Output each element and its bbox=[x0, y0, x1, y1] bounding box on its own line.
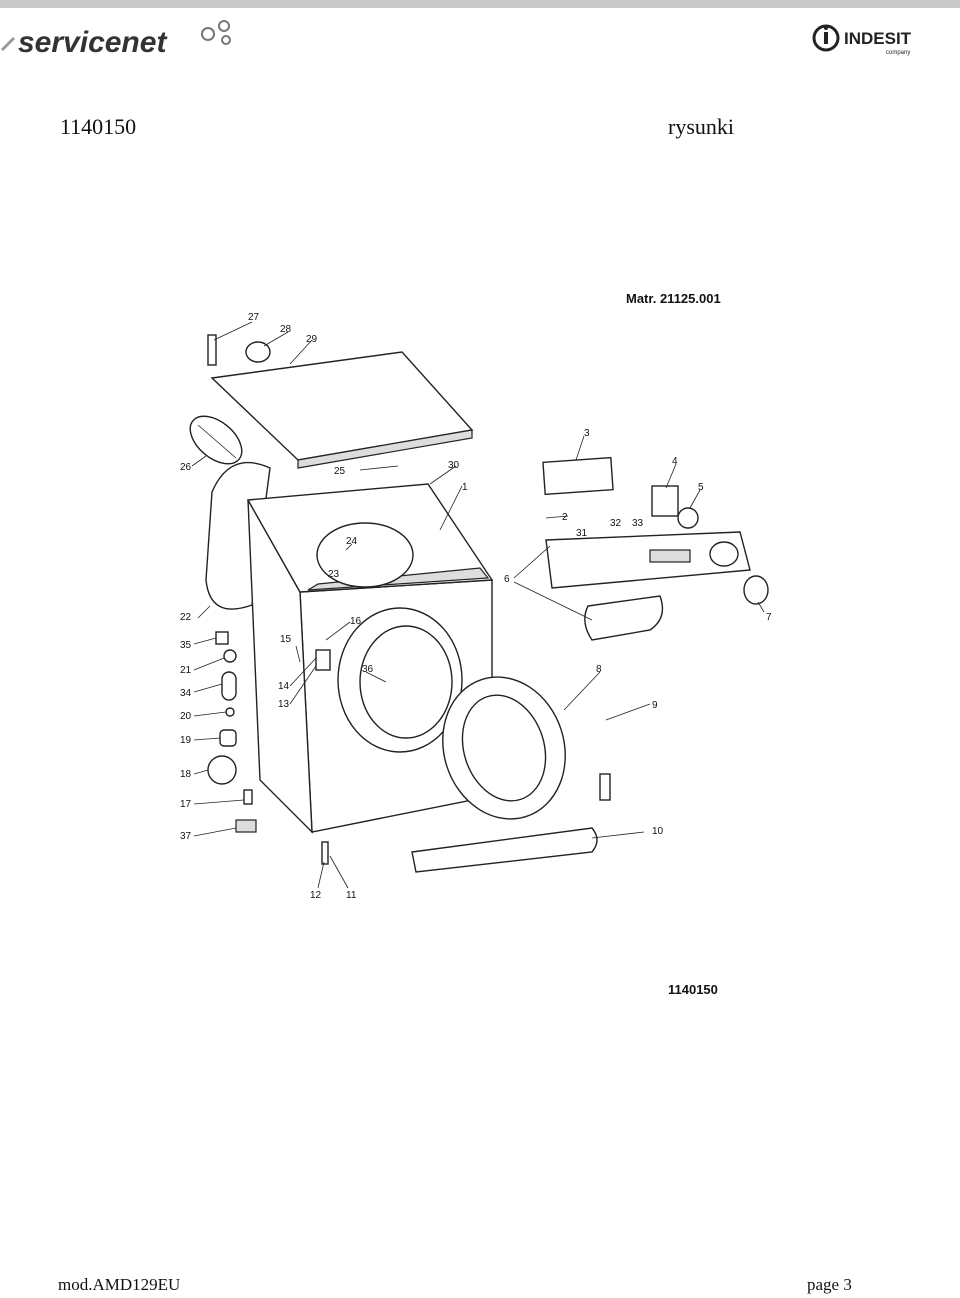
part-label: 35 bbox=[180, 640, 192, 651]
servicenet-text: servicenet bbox=[18, 26, 168, 59]
part-27 bbox=[207, 334, 217, 366]
part-label: 16 bbox=[350, 616, 362, 627]
part-label: 14 bbox=[278, 681, 290, 692]
document-code: 1140150 bbox=[60, 114, 137, 139]
part-label: 32 bbox=[610, 518, 622, 529]
part-label: 31 bbox=[576, 528, 588, 539]
part-19 bbox=[219, 729, 237, 747]
part-21 bbox=[223, 649, 237, 663]
part-label: 23 bbox=[328, 569, 340, 580]
part-35 bbox=[215, 631, 229, 645]
part-label: 34 bbox=[180, 688, 192, 699]
part-9-handle bbox=[599, 773, 611, 801]
part-label: 37 bbox=[180, 831, 192, 842]
footer-model: mod.AMD129EU bbox=[58, 1275, 181, 1294]
part-label: 6 bbox=[504, 574, 510, 585]
part-label: 1 bbox=[462, 482, 468, 493]
part-label: 17 bbox=[180, 799, 192, 810]
detergent-drawer bbox=[584, 595, 664, 641]
part-label: 26 bbox=[180, 462, 192, 473]
indesit-logo: INDESIT company bbox=[812, 24, 912, 56]
top-bar bbox=[0, 0, 960, 8]
matr-number: Matr. 21125.001 bbox=[626, 291, 721, 306]
part-5 bbox=[677, 507, 699, 529]
figure-code: 1140150 bbox=[668, 982, 718, 997]
indesit-subtext: company bbox=[886, 50, 910, 56]
drum-rear-opening bbox=[316, 522, 414, 588]
part-20 bbox=[225, 707, 235, 717]
part-label: 29 bbox=[306, 334, 318, 345]
indesit-text: INDESIT bbox=[844, 29, 912, 48]
part-label: 9 bbox=[652, 700, 658, 711]
door-hinge bbox=[315, 649, 331, 671]
exploded-parts-diagram: 1 2 3 4 5 6 7 8 9 10 11 12 13 14 15 16 1… bbox=[180, 312, 772, 901]
part-label: 22 bbox=[180, 612, 192, 623]
part-label: 4 bbox=[672, 456, 678, 467]
part-label: 10 bbox=[652, 826, 664, 837]
part-label: 15 bbox=[280, 634, 292, 645]
part-28 bbox=[245, 341, 271, 363]
part-37 bbox=[235, 819, 257, 833]
document-section-label: rysunki bbox=[668, 114, 734, 139]
electronic-board bbox=[542, 456, 614, 496]
part-label: 19 bbox=[180, 735, 192, 746]
part-label: 8 bbox=[596, 664, 602, 675]
part-label: 13 bbox=[278, 699, 290, 710]
part-label: 24 bbox=[346, 536, 358, 547]
part-label: 2 bbox=[562, 512, 568, 523]
part-labels: 1 2 3 4 5 6 7 8 9 10 11 12 13 14 15 16 1… bbox=[180, 312, 772, 901]
footer-page-number: page 3 bbox=[807, 1275, 852, 1294]
part-label: 3 bbox=[584, 428, 590, 439]
kickplate bbox=[411, 827, 598, 873]
program-knob-mount bbox=[709, 541, 739, 567]
part-17 bbox=[243, 789, 253, 805]
part-4 bbox=[651, 485, 679, 517]
part-label: 20 bbox=[180, 711, 192, 722]
part-label: 5 bbox=[698, 482, 704, 493]
part-label: 11 bbox=[346, 890, 357, 901]
part-label: 30 bbox=[448, 460, 460, 471]
control-panel bbox=[545, 531, 751, 589]
part-label: 28 bbox=[280, 324, 292, 335]
part-label: 33 bbox=[632, 518, 644, 529]
part-label: 27 bbox=[248, 312, 260, 323]
part-label: 25 bbox=[334, 466, 346, 477]
part-label: 7 bbox=[766, 612, 772, 623]
leader-lines bbox=[191, 321, 765, 889]
servicenet-logo: servicenet bbox=[0, 20, 231, 59]
part-label: 18 bbox=[180, 769, 192, 780]
gear-icon bbox=[201, 20, 231, 45]
program-knob bbox=[743, 575, 769, 605]
part-label: 36 bbox=[362, 664, 374, 675]
part-18 bbox=[207, 755, 237, 785]
part-label: 21 bbox=[180, 665, 192, 676]
part-34 bbox=[221, 671, 237, 701]
part-label: 12 bbox=[310, 890, 322, 901]
part-12 bbox=[321, 841, 329, 865]
